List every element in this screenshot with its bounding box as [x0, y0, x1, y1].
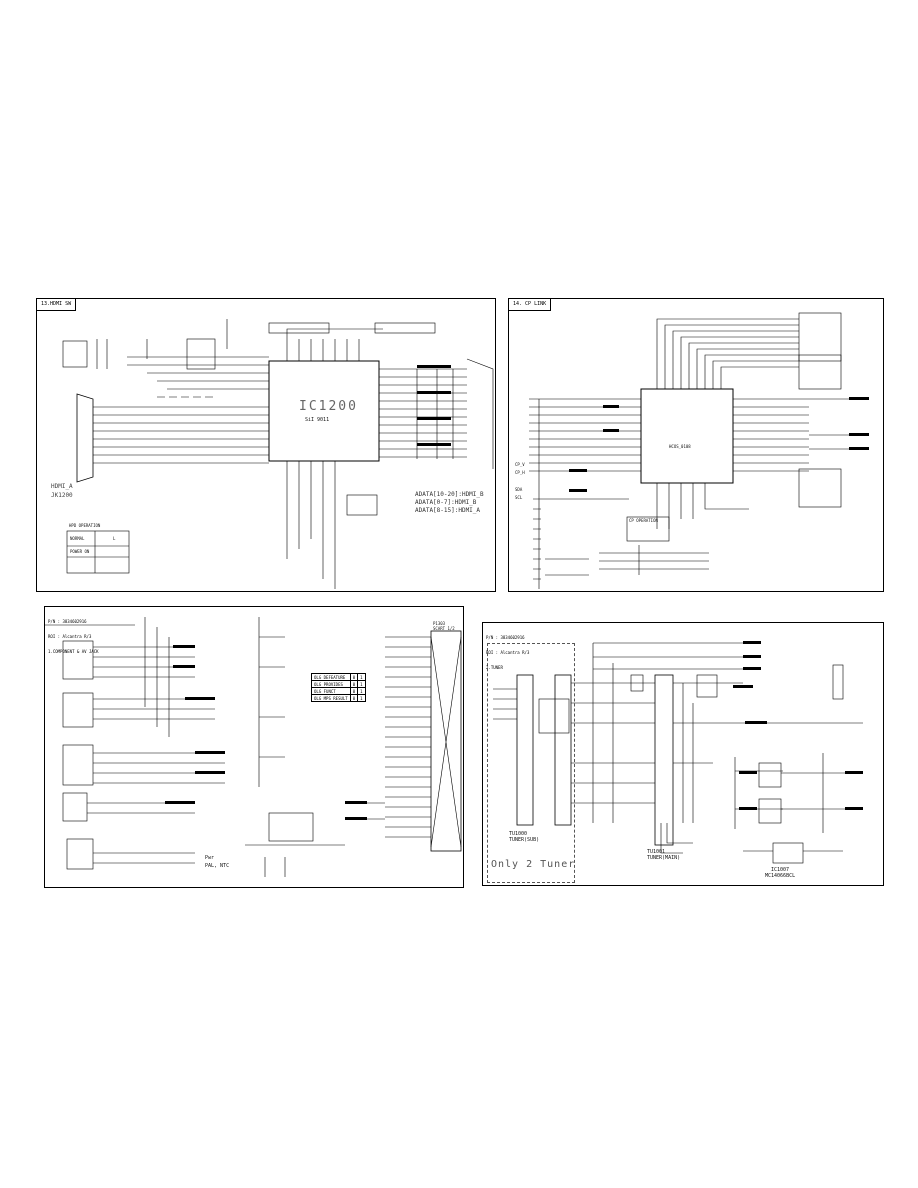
table-cell: OLG FUNCT — [311, 687, 351, 695]
hpd-row-mode: POWER ON — [70, 549, 90, 554]
tuner-ref: TU1001 — [647, 849, 666, 855]
table-cell: OLG DEFEATURE — [311, 673, 351, 681]
tuner-name: TUNER(MAIN) — [647, 855, 681, 861]
table-cell: 1 — [357, 687, 366, 695]
signal-label: SCL — [515, 495, 523, 500]
table-cell: OLG MPS RESULT — [311, 694, 351, 702]
tuner-note: Only 2 Tuner — [491, 859, 576, 870]
table-cell: 0 — [349, 673, 359, 681]
panel-title: 13.HDMI SW — [37, 299, 77, 311]
title-line: 1.COMPONENT & AV JACK — [48, 649, 99, 654]
adata-line: ADATA[8-15]:HDMI_A — [415, 507, 481, 514]
title-line: P/N : 3834602916 — [486, 635, 525, 640]
cp-table-title: CP OPERATION — [629, 518, 658, 523]
table-cell: OLG PROVIDES — [311, 680, 351, 688]
schematic-panel-cp: 14. CP LINK HCOS_0108 C — [508, 298, 884, 592]
signal-label: CP_H — [515, 470, 525, 475]
footer-note: PAL, NTC — [205, 863, 230, 869]
adata-labels: ADATA[10-20]:HDMI_B ADATA[0-7]:HDMI_B AD… — [415, 491, 484, 515]
connector-name: HDMI_A — [51, 483, 73, 490]
schematic-panel-tuner: P/N : 3834602916 ROI : Alcantra R/3 2.TU… — [482, 622, 884, 886]
title-line: ROI : Alcantra R/3 — [48, 634, 92, 639]
hdmi-wiring — [62, 319, 494, 589]
hpd-table-title: HPD OPERATION — [69, 523, 101, 528]
table-cell: 1 — [357, 673, 366, 681]
ic-part: SiI 9011 — [305, 417, 330, 423]
connector-ref: JK1200 — [51, 492, 73, 499]
header-ref: P1303 — [433, 621, 446, 626]
table-cell: 1 — [357, 694, 366, 702]
header-ref-secondary: SCART 1/2 — [433, 626, 455, 631]
av-jack-wiring — [45, 617, 462, 877]
panel-title-block: P/N : 3834602916 ROI : Alcantra R/3 1.CO… — [48, 609, 99, 664]
hpd-row-mode: NORMAL — [70, 536, 85, 541]
adata-line: ADATA[10-20]:HDMI_B — [415, 491, 484, 498]
adata-line: ADATA[0-7]:HDMI_B — [415, 499, 477, 506]
table-cell: 0 — [349, 687, 359, 695]
title-line: ROI : Alcantra R/3 — [486, 650, 530, 655]
table-cell: 0 — [349, 694, 359, 702]
signal-label: CP_V — [515, 462, 525, 467]
ic-part: HCOS_0108 — [669, 444, 691, 449]
schematic-panel-hdmi: 13.HDMI SW — [36, 298, 496, 592]
ic-label: IC1200 — [299, 399, 358, 414]
panel-title-block: P/N : 3834602916 ROI : Alcantra R/3 2.TU… — [486, 625, 529, 680]
cp-wiring — [529, 312, 869, 589]
tuner-name: TUNER(SUB) — [509, 837, 540, 843]
hpd-row-value: L — [113, 536, 116, 541]
ic-ref: IC1007 — [771, 867, 790, 873]
tuner-ref: TU1000 — [509, 831, 528, 837]
schematic-panel-av-jack: P/N : 3834602916 ROI : Alcantra R/3 1.CO… — [44, 606, 464, 888]
title-line: 2.TUNER — [486, 665, 503, 670]
ic-part: MC14066BCL — [765, 873, 796, 879]
footer-note: Pwr — [205, 855, 215, 861]
table-cell: 1 — [357, 680, 366, 688]
panel-title: 14. CP LINK — [509, 299, 552, 311]
signal-label: SDA — [515, 487, 523, 492]
table-cell: 0 — [349, 680, 359, 688]
tuner-wiring — [493, 641, 863, 864]
title-line: P/N : 3834602916 — [48, 619, 87, 624]
